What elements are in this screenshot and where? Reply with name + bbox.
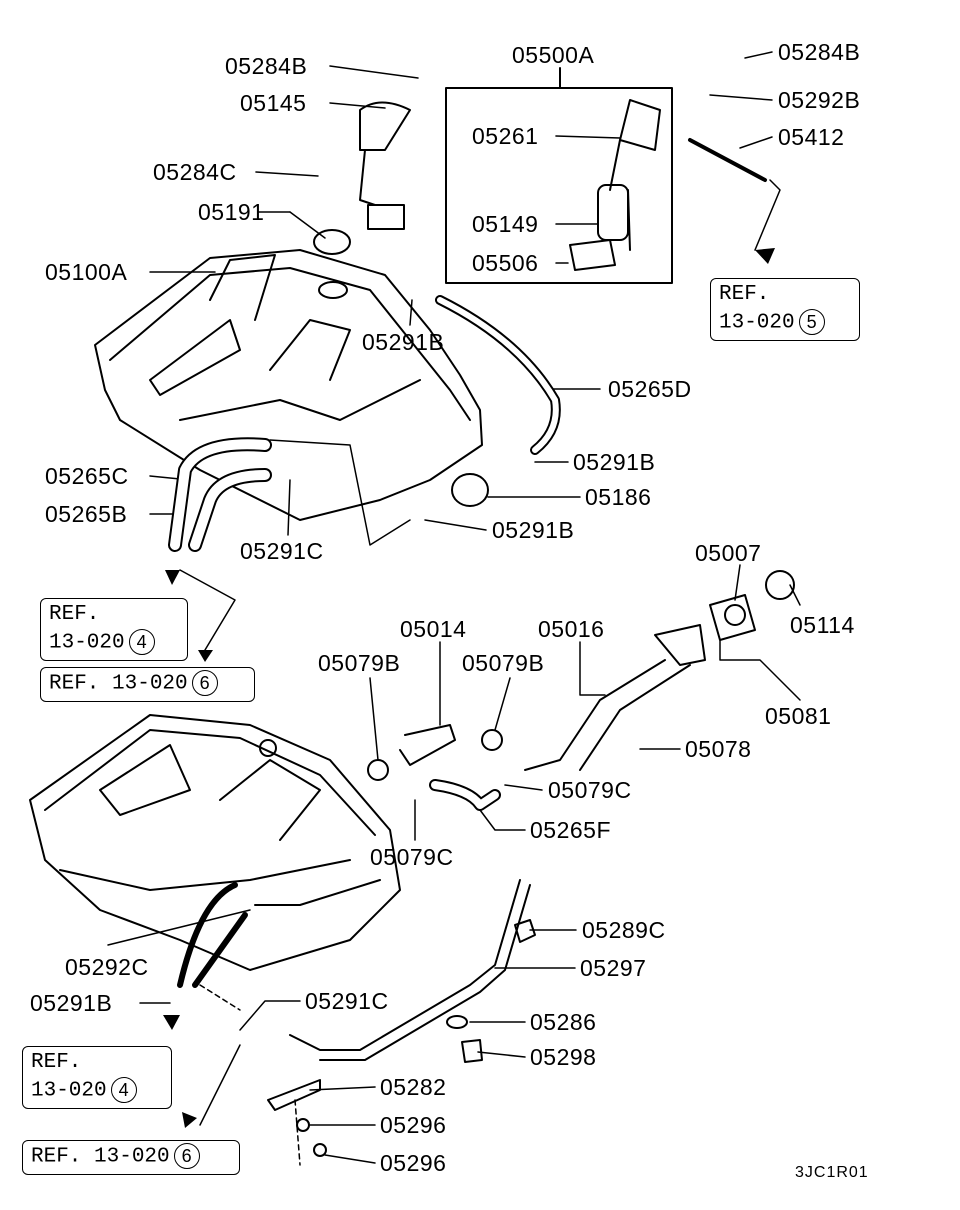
part-label: 05286 <box>530 1009 597 1035</box>
ref-text: 13-020 <box>719 311 795 335</box>
part-label: 05078 <box>685 736 752 762</box>
fuel-pipe-parts <box>267 879 536 1157</box>
part-label: 05292B <box>778 87 861 113</box>
part-label: 05284B <box>778 39 861 65</box>
ref-number: 4 <box>128 629 155 655</box>
part-label: 05079C <box>370 844 454 870</box>
ref-text: REF. 13-020 <box>49 672 188 696</box>
part-label: 05114 <box>790 612 855 638</box>
filler-neck-parts <box>367 570 795 811</box>
part-label: 05297 <box>580 955 647 981</box>
part-label: 05291B <box>492 517 575 543</box>
ref-number: 4 <box>110 1077 137 1103</box>
part-label: 05007 <box>695 540 762 566</box>
ref-text: 13-020 <box>49 631 125 655</box>
reference-arrows <box>163 248 775 1128</box>
part-label: 05291C <box>240 538 324 564</box>
ref-number: 6 <box>173 1143 200 1169</box>
leader-lines <box>107 51 801 1166</box>
part-label: 05284B <box>225 53 308 79</box>
part-label: 05079B <box>318 650 401 676</box>
part-label: 05145 <box>240 90 307 116</box>
ref-text: REF. <box>719 283 770 306</box>
part-label: 05292C <box>65 954 149 980</box>
part-label: 05016 <box>538 616 605 642</box>
part-label: 05265B <box>45 501 128 527</box>
part-label: 05081 <box>765 703 832 729</box>
part-label: 05079B <box>462 650 545 676</box>
lower-fuel-tank <box>29 714 401 988</box>
ref-text: 13-020 <box>31 1079 107 1103</box>
ref-text: REF. <box>31 1051 82 1074</box>
pump-parts <box>313 99 767 507</box>
part-label: 05265F <box>530 817 612 843</box>
part-label: 05282 <box>380 1074 447 1100</box>
ref-text: REF. 13-020 <box>31 1145 170 1169</box>
part-label: 05261 <box>472 123 539 149</box>
part-label: 05100A <box>45 259 128 285</box>
part-label: 05079C <box>548 777 632 803</box>
upper-fuel-tank <box>94 249 483 521</box>
ref-text: REF. <box>49 603 100 626</box>
part-label: 05291B <box>30 990 113 1016</box>
hoses-upper <box>168 295 561 552</box>
part-label: 05289C <box>582 917 666 943</box>
part-label: 05149 <box>472 211 539 237</box>
part-label: 05291B <box>573 449 656 475</box>
diagram-code: 3JC1R01 <box>795 1164 869 1181</box>
part-label: 05296 <box>380 1112 447 1138</box>
ref-number: 6 <box>191 670 218 696</box>
part-label: 05191 <box>198 199 265 225</box>
part-label: 05506 <box>472 250 539 276</box>
assembly-label: 05500A <box>512 42 595 68</box>
part-label: 05291B <box>362 329 445 355</box>
part-label: 05412 <box>778 124 845 150</box>
part-label: 05284C <box>153 159 237 185</box>
part-label: 05298 <box>530 1044 597 1070</box>
part-label: 05186 <box>585 484 652 510</box>
part-label: 05014 <box>400 616 467 642</box>
part-label: 05265C <box>45 463 129 489</box>
part-label: 05265D <box>608 376 692 402</box>
ref-number: 5 <box>798 309 825 335</box>
part-label: 05291C <box>305 988 389 1014</box>
part-label: 05296 <box>380 1150 447 1176</box>
